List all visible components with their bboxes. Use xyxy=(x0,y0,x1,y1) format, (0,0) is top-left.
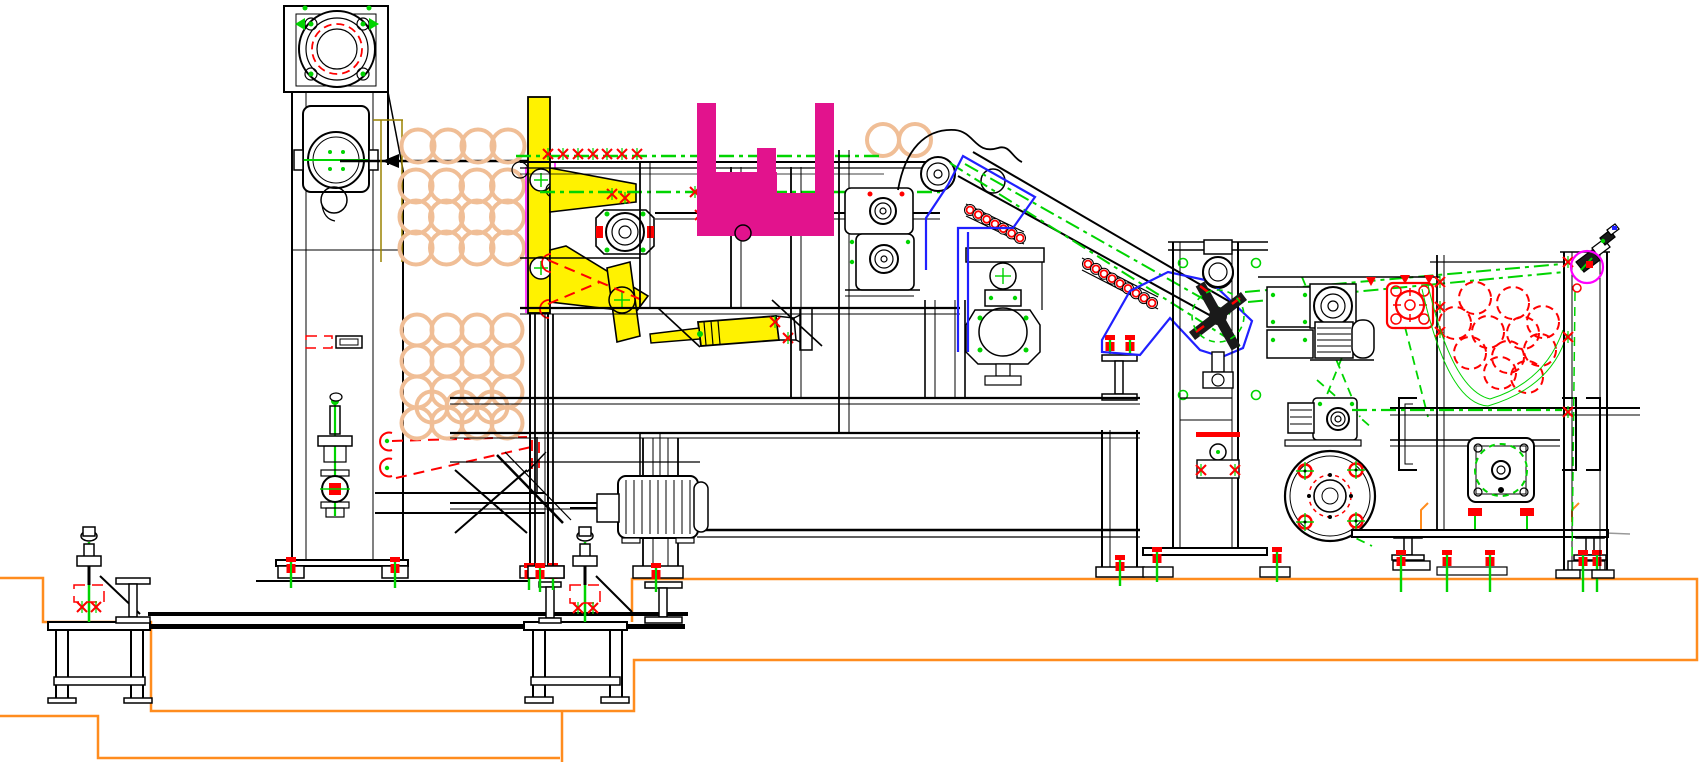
exit-gearbox-stand xyxy=(1351,255,1640,592)
recoiler-disc xyxy=(1283,449,1377,543)
boom-alt-position-blue xyxy=(924,154,1254,359)
process-table-frame xyxy=(375,148,1145,592)
looper-arm-yellow xyxy=(511,96,813,590)
pinch-roll-unit xyxy=(844,129,1023,297)
strip-festoon-loop xyxy=(1421,281,1568,407)
ground-rails xyxy=(148,532,1631,629)
turnstile-stand xyxy=(1142,239,1291,582)
jack-stand-center xyxy=(523,526,633,704)
strip-loop-circles xyxy=(397,122,933,441)
jack-stand-left xyxy=(47,526,153,704)
press-blocks-magenta xyxy=(697,103,834,242)
exit-post-sensor xyxy=(1555,223,1620,579)
entry-tower xyxy=(275,5,547,588)
uncoiler-gear-cluster xyxy=(1258,275,1440,361)
foundation-outline xyxy=(0,502,1699,762)
lower-gearmotor xyxy=(1284,397,1362,447)
strip-guide-box xyxy=(965,247,1045,386)
